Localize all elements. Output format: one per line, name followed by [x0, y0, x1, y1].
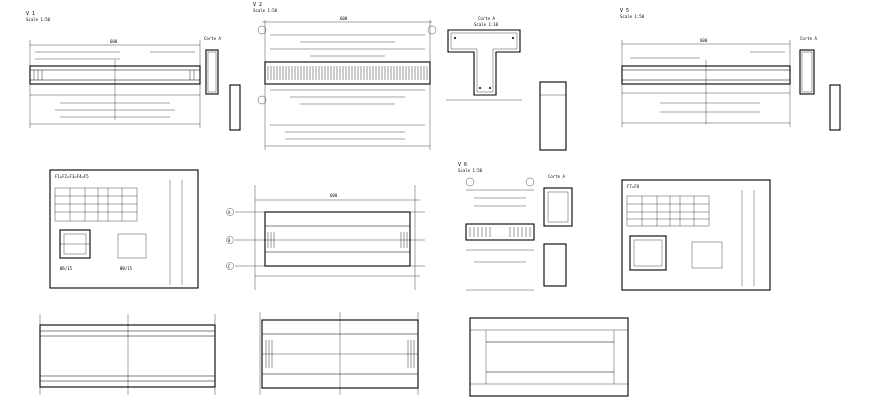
grid-label-c: C	[228, 264, 231, 269]
beam-elevation-v1: V 1 Scale 1:50 600 Corte A	[26, 11, 241, 131]
section-cut-a: Corte A Scale 1:10	[446, 16, 567, 151]
view-scale-v1: Scale 1:50	[26, 17, 51, 22]
beam-elevation-v2: V 2 Scale 1:50 600	[253, 2, 437, 150]
schedule-right-title: F7=F8	[627, 184, 640, 189]
beam-plan-bottom-middle	[259, 312, 419, 395]
view-scale-v6: Scale 1:50	[458, 168, 483, 173]
schedule-left-title: F1=F2=F3=F4=F5	[55, 174, 89, 179]
plan-dim: 600	[330, 193, 338, 198]
beam-plan-bottom-left	[39, 314, 216, 395]
cut-scale: Scale 1:10	[474, 22, 499, 27]
rebar-schedule-right: F7=F8	[621, 179, 771, 291]
grid-label-b: B	[228, 238, 231, 243]
view-title-v6: V 6	[458, 162, 467, 168]
view-title-v1: V 1	[26, 11, 35, 17]
cut-label-v5: Corte A	[800, 36, 817, 41]
dim-top-v1: 600	[110, 39, 118, 44]
schedule-left-note2: Ø8/15	[120, 266, 133, 271]
slab-plan-view: 600 A B C	[226, 185, 425, 290]
view-scale-v2: Scale 1:50	[253, 8, 278, 13]
beam-plan-bottom-right	[469, 317, 629, 397]
dim-top-v5: 600	[700, 38, 708, 43]
cut-label-v1: Corte A	[204, 36, 221, 41]
view-title-v5: V 5	[620, 8, 629, 14]
view-scale-v5: Scale 1:50	[620, 14, 645, 19]
dim-top-v2: 600	[340, 16, 348, 21]
grid-label-a: A	[228, 210, 231, 215]
schedule-left-note: Ø6/15	[60, 266, 73, 271]
cut-label-v6: Corte A	[548, 174, 565, 179]
rebar-schedule-left: F1=F2=F3=F4=F5 Ø6/15 Ø8/15	[49, 169, 199, 289]
view-title-v2: V 2	[253, 2, 262, 8]
beam-elevation-v5: V 5 Scale 1:50 600 Corte A	[620, 8, 841, 131]
beam-elevation-v6: V 6 Scale 1:50 Corte A	[458, 162, 573, 291]
cut-title: Corte A	[478, 16, 495, 21]
